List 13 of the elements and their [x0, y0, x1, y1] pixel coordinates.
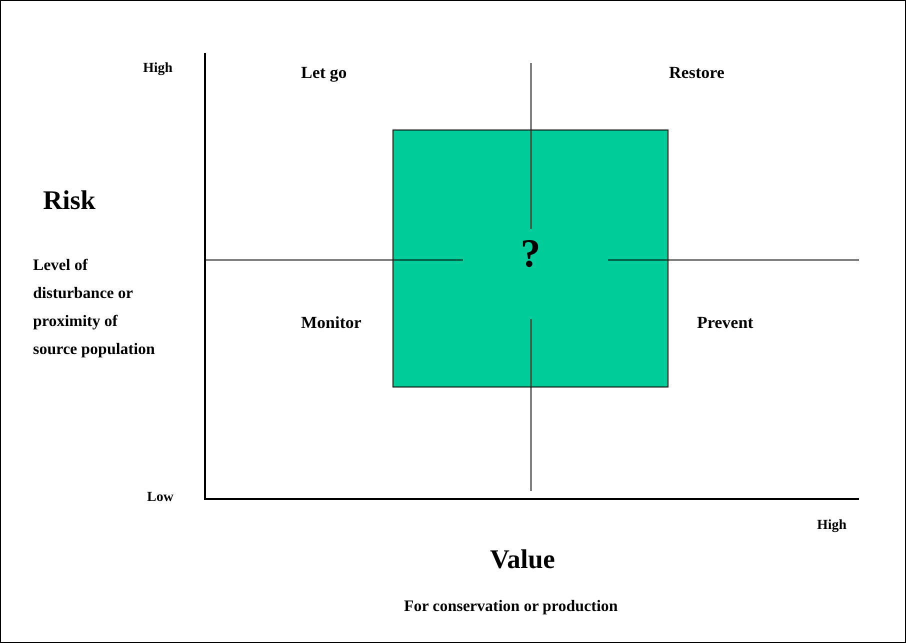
axis-tick-label: High	[817, 518, 847, 534]
quadrant-label: Monitor	[301, 313, 362, 333]
axis-description: Level of disturbance or proximity of source population	[33, 256, 156, 360]
quadrant-label: Restore	[669, 63, 724, 83]
question-mark: ?	[520, 229, 540, 276]
square	[392, 130, 668, 388]
axis-tick-label: Low	[147, 490, 174, 506]
quadrant-label: Let go	[301, 63, 347, 83]
axis-tick-label: High	[143, 61, 173, 77]
axis-title: Value	[490, 544, 556, 575]
quadrant-label: Prevent	[697, 313, 754, 333]
axis-title: Risk	[43, 185, 96, 216]
axis-description: For conservation or production	[404, 598, 618, 616]
